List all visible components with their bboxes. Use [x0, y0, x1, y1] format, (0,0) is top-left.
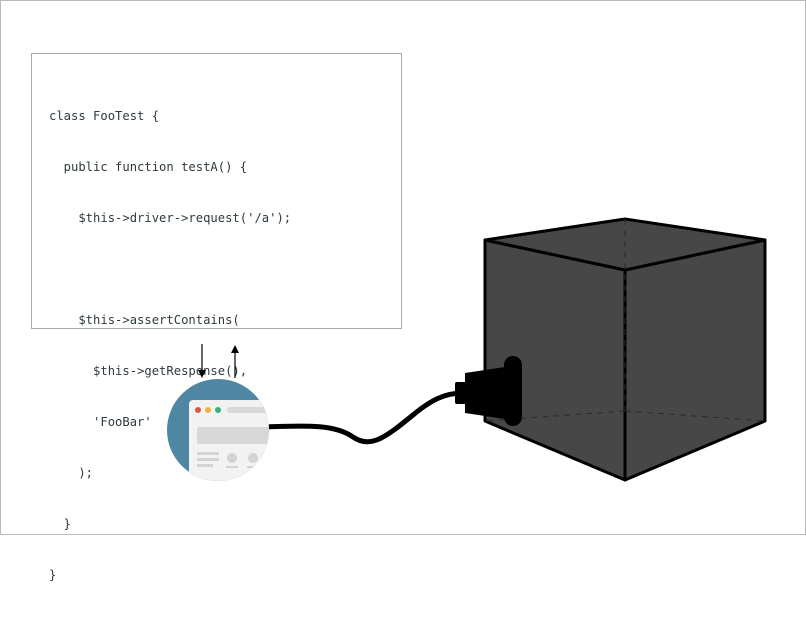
code-line: }	[49, 568, 57, 582]
arrow-down-icon	[198, 344, 206, 378]
cube-hidden-edges	[484, 219, 766, 422]
power-cable	[260, 390, 466, 445]
plug-collar	[455, 382, 467, 404]
browser-window	[189, 400, 269, 481]
plug-faceplate	[504, 356, 522, 426]
text-line	[197, 458, 219, 461]
text-line	[197, 464, 213, 467]
code-line: );	[49, 466, 94, 480]
code-line: $this->assertContains(	[49, 313, 240, 327]
placeholder-dot	[227, 453, 237, 463]
code-line: public function testA() {	[49, 160, 248, 174]
power-plug-icon	[455, 356, 522, 426]
code-snippet: class FooTest { public function testA() …	[49, 74, 291, 618]
code-line: $this->getResponse(),	[49, 364, 248, 378]
diagram-graphics	[167, 217, 767, 482]
window-dot-yellow	[205, 407, 211, 413]
text-line	[247, 466, 259, 468]
code-line: $this->driver->request('/a');	[49, 211, 292, 225]
placeholder-dot	[248, 453, 258, 463]
code-panel: class FooTest { public function testA() …	[31, 53, 402, 582]
code-line: }	[49, 517, 72, 531]
code-line: class FooTest {	[49, 109, 160, 123]
text-line	[197, 452, 219, 455]
text-line	[226, 466, 238, 468]
code-line: 'FooBar'	[49, 415, 152, 429]
black-box-cube	[483, 217, 767, 482]
plug-body	[465, 367, 505, 419]
hero-block	[197, 427, 269, 444]
window-dot-green	[215, 407, 221, 413]
address-bar	[227, 407, 269, 413]
diagram-canvas: class FooTest { public function testA() …	[0, 0, 806, 582]
arrow-up-icon	[231, 345, 239, 378]
window-dot-red	[195, 407, 201, 413]
cube-face-side	[623, 238, 767, 482]
browser-window-icon	[167, 379, 269, 481]
